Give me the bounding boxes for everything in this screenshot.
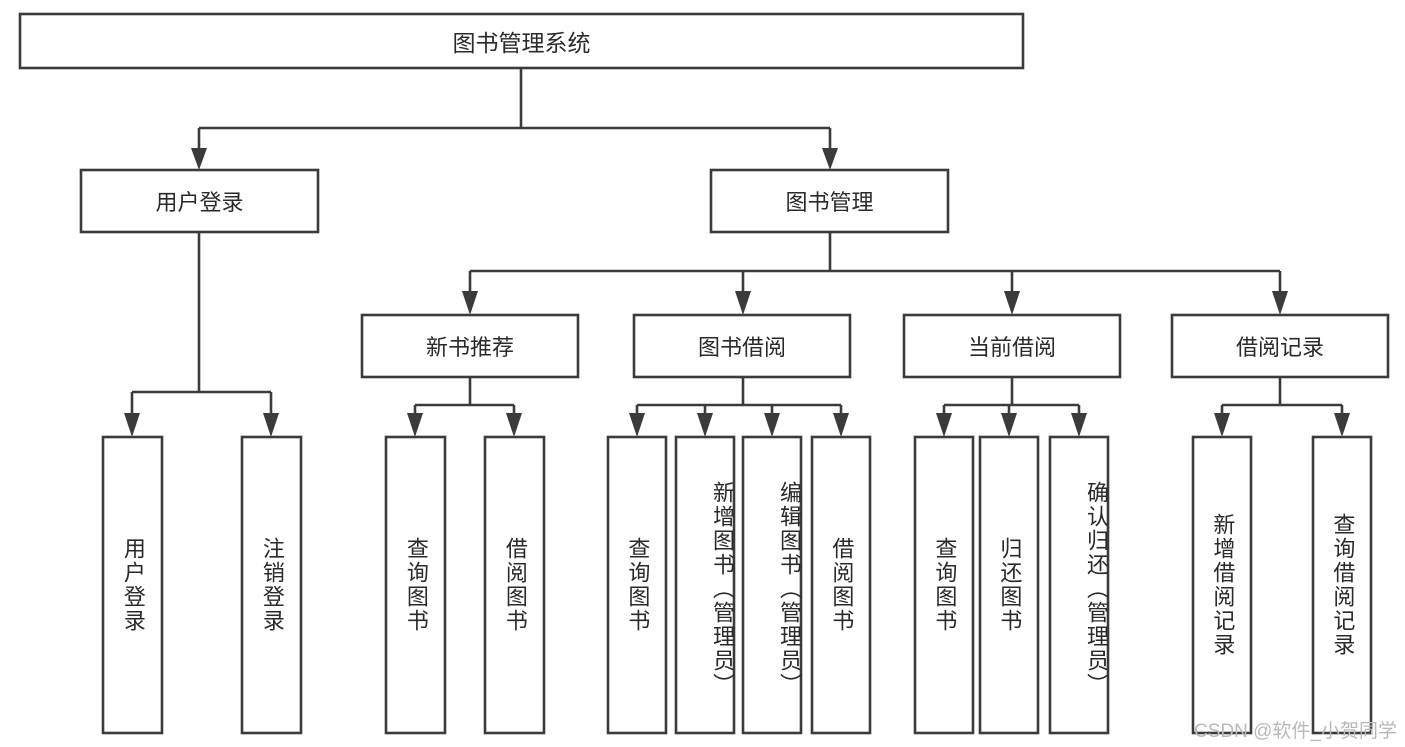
leaf-box-bb-edit[interactable] — [741, 435, 803, 735]
arrow-head-current-borrow — [1004, 291, 1020, 315]
leaf-box-user-login[interactable] — [101, 435, 164, 735]
leaf-box-logout[interactable] — [240, 435, 303, 735]
arrow-head-borrow-record — [1272, 291, 1288, 315]
arrow-head-bookmgmt — [822, 148, 838, 170]
leaf-box-newbook-borrow[interactable] — [483, 435, 546, 735]
node-root-box[interactable] — [18, 12, 1025, 70]
leaf-box-cb-confirm[interactable] — [1048, 435, 1110, 735]
arrow-head-bookborrow-leaf-1 — [629, 413, 645, 437]
arrow-head-bookborrow-leaf-4 — [833, 413, 849, 437]
arrow-head-borrowrecord-leaf-1 — [1214, 413, 1230, 437]
node-book-management-box[interactable] — [709, 168, 950, 234]
arrow-head-newbook-leaf-1 — [407, 413, 423, 437]
arrow-head-bookborrow-leaf-3 — [764, 413, 780, 437]
leaf-box-bb-add[interactable] — [674, 435, 736, 735]
arrow-head-book-borrow — [735, 291, 751, 315]
node-book-borrow-box[interactable] — [632, 313, 852, 379]
leaf-box-bb-query[interactable] — [606, 435, 668, 735]
leaf-box-br-query[interactable] — [1311, 435, 1373, 735]
arrow-head-bookborrow-leaf-2 — [697, 413, 713, 437]
arrow-head-currentborrow-leaf-2 — [1001, 413, 1017, 437]
arrow-head-currentborrow-leaf-3 — [1071, 413, 1087, 437]
node-user-login-box[interactable] — [79, 168, 320, 234]
arrow-head-newbook-leaf-2 — [506, 413, 522, 437]
leaf-box-newbook-query[interactable] — [384, 435, 447, 735]
arrow-head-user-login-leaf — [124, 413, 140, 437]
arrow-head-userlogin — [191, 148, 207, 170]
node-current-borrow-box[interactable] — [902, 313, 1122, 379]
leaf-box-bb-borrow[interactable] — [810, 435, 872, 735]
arrow-head-new-book — [462, 291, 478, 315]
node-new-book-box[interactable] — [360, 313, 580, 379]
arrow-head-borrowrecord-leaf-2 — [1334, 413, 1350, 437]
arrow-head-currentborrow-leaf-1 — [936, 413, 952, 437]
leaf-box-cb-return[interactable] — [978, 435, 1040, 735]
arrow-head-logout-leaf — [263, 413, 279, 437]
leaf-box-br-add[interactable] — [1191, 435, 1253, 735]
node-borrow-record-box[interactable] — [1170, 313, 1390, 379]
leaf-box-cb-query[interactable] — [913, 435, 975, 735]
